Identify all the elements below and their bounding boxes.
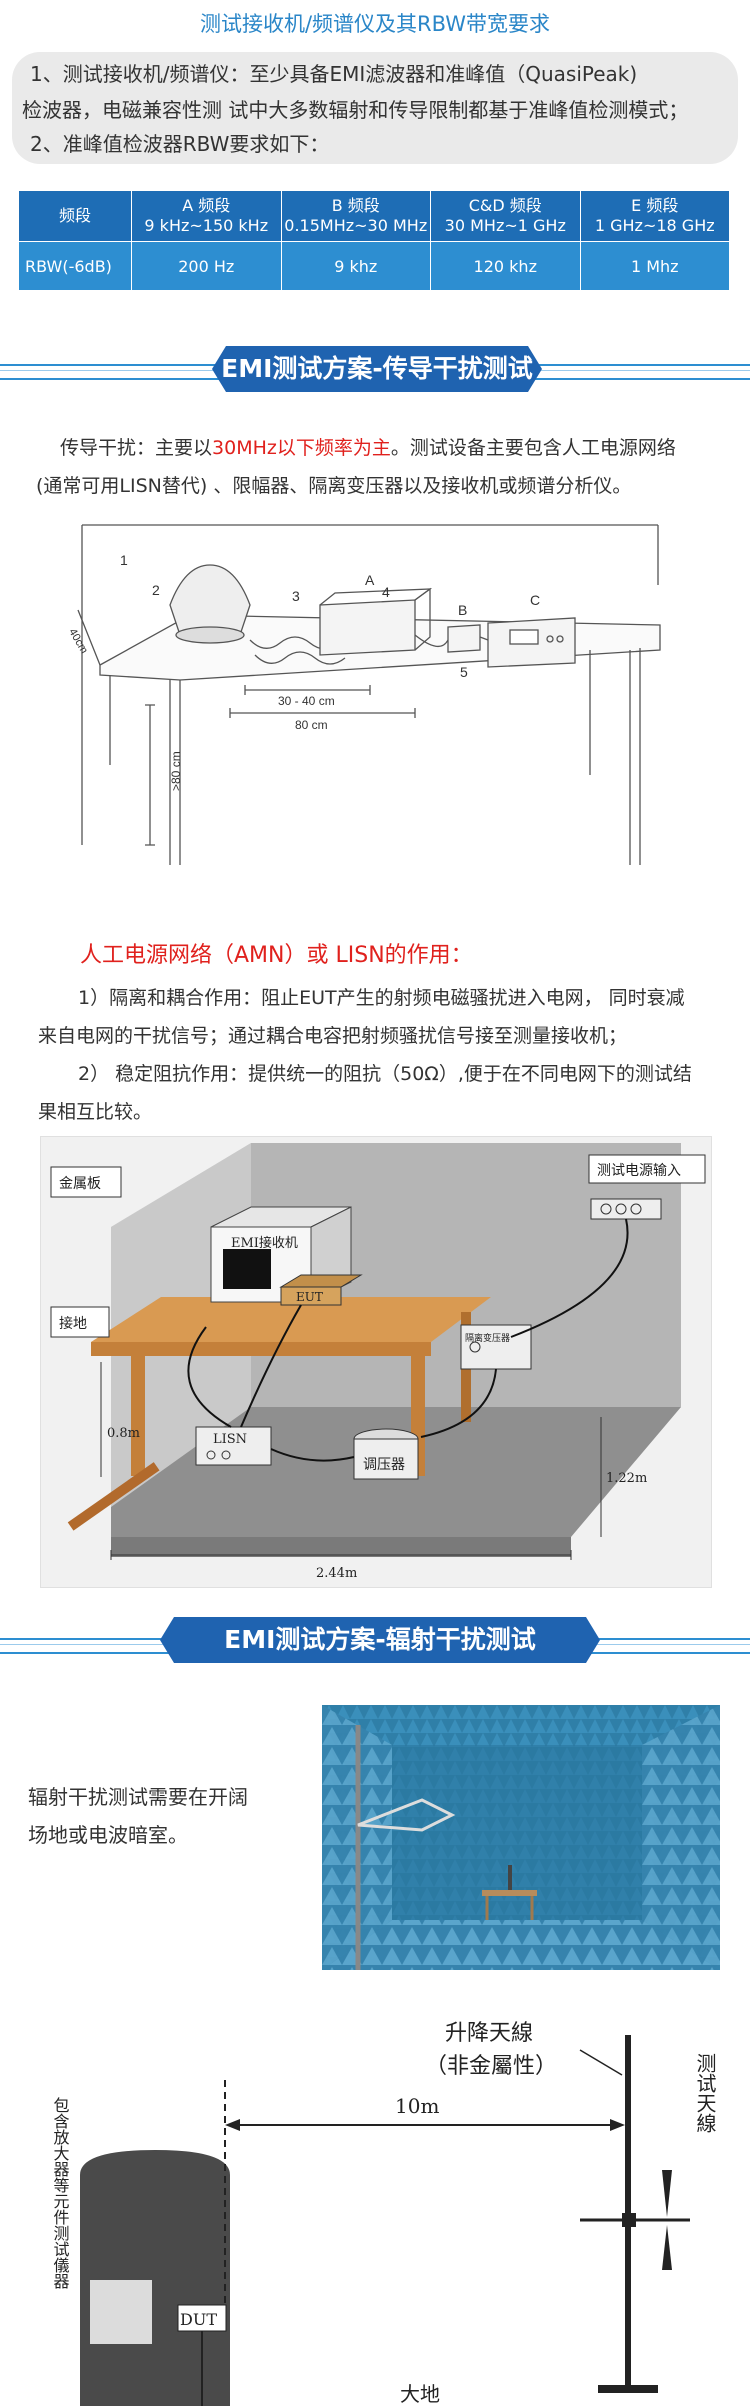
table-cell: 9 khz [280,241,431,291]
table-cell: 200 Hz [131,241,282,291]
diagram1-label-c: C [530,592,540,608]
diagram1-label-3: 3 [292,588,300,604]
diagram2-ground: 接地 [59,1315,87,1332]
conducted-text-highlight: 30MHz以下频率为主 [212,437,391,459]
diagram3-dut: DUT [180,2310,217,2329]
conducted-paragraph-line1: 传导干扰：主要以30MHz以下频率为主。测试设备主要包含人工电源网络 [60,428,740,468]
conducted-test-diagram: A B C 1 2 3 4 5 30 - 40 cm 80 cm 40cm >8… [70,524,661,865]
conducted-paragraph-line2: (通常可用LISN替代) 、限幅器、隔离变压器以及接收机或频谱分析仪。 [36,475,632,497]
diagram2-metal-plate: 金属板 [59,1176,101,1192]
diagram3-instrument: 包含放大器等元件测试儀器 [51,2097,70,2289]
lisn-paragraph-1b: 来自电网的干扰信号；通过耦合电容把射频骚扰信号接至测量接收机； [38,1025,628,1047]
intro-box [12,52,738,164]
diagram1-label-4: 4 [382,584,390,600]
diagram1-dim-80: 80 cm [295,718,328,732]
diagram3-lift-antenna: 升降天線 [445,2021,533,2046]
intro-line-1: 1、测试接收机/频谱仪：至少具备EMI滤波器和准峰值（QuasiPeak) [30,62,638,86]
diagram3-distance: 10m [395,2094,439,2118]
section-banner-conducted: EMI测试方案-传导干扰测试 [212,346,542,392]
diagram3-ground: 大地 [400,2382,440,2406]
table-row: RBW(-6dB) 200 Hz 9 khz 120 khz 1 Mhz [18,241,730,291]
rbw-header-cell: 频段 [18,190,132,242]
diagram2-regulator: 调压器 [363,1457,405,1473]
open-area-test-diagram: 升降天線 （非金屬性） 10m DUT 大地 测试天線 包含放大器等元件测试儀器 [51,2021,717,2406]
lisn-paragraph-2a: 2） 稳定阻抗作用：提供统一的阻抗（50Ω）,便于在不同电网下的测试结 [78,1063,692,1085]
diagram2-emi-receiver: EMI接收机 [231,1235,298,1251]
intro-line-2: 检波器，电磁兼容性测 试中大多数辐射和传导限制都基于准峰值检测模式； [22,98,689,122]
radiated-paragraph-line2: 场地或电波暗室。 [28,1823,188,1847]
lisn-paragraph-2b: 果相互比较。 [38,1101,153,1123]
conducted-text-suffix: 。测试设备主要包含人工电源网络 [390,437,676,459]
diagram1-label-b: B [458,602,467,618]
lisn-paragraph-1a: 1）隔离和耦合作用：阻止EUT产生的射频电磁骚扰进入电网， 同时衰减 [78,987,685,1009]
diagram1-dim-30-40: 30 - 40 cm [278,694,335,708]
diagram2-dim-244: 2.44m [316,1566,357,1581]
anechoic-chamber-photo [322,1705,720,1970]
diagram2-height: 0.8m [107,1426,140,1441]
diagram3-non-metal: （非金屬性） [425,2054,557,2079]
diagram1-dim-80v: >80 cm [169,751,183,791]
conducted-text-prefix: 传导干扰：主要以 [60,437,213,459]
intro-line-3: 2、准峰值检波器RBW要求如下： [30,132,330,156]
diagram2-dim-122: 1.22m [606,1471,647,1486]
diagram2-eut: EUT [296,1290,323,1304]
diagram2-power-input: 测试电源输入 [597,1163,681,1179]
section-banner-radiated: EMI测试方案-辐射干扰测试 [160,1617,600,1663]
table-cell: 120 khz [430,241,581,291]
diagram2-isolation-transformer: 隔离变压器 [465,1332,510,1344]
diagram1-label-a: A [365,572,375,588]
page-title: 测试接收机/频谱仪及其RBW带宽要求 [199,12,551,36]
diagram1-label-1: 1 [120,552,128,568]
radiated-paragraph-line1: 辐射干扰测试需要在开阔 [28,1785,248,1809]
diagram1-label-2: 2 [152,582,160,598]
diagram1-label-5: 5 [460,664,468,680]
diagram2-lisn: LISN [213,1432,247,1447]
lisn-heading: 人工电源网络（AMN）或 LISN的作用： [80,943,473,968]
diagram3-test-antenna: 测试天線 [693,2053,717,2133]
lisn-setup-diagram: 金属板 测试电源输入 EMI接收机 EUT 隔离变压器 接地 0.8m LISN… [40,1136,712,1588]
table-cell: RBW(-6dB) [18,241,132,291]
table-cell: 1 Mhz [579,241,730,291]
